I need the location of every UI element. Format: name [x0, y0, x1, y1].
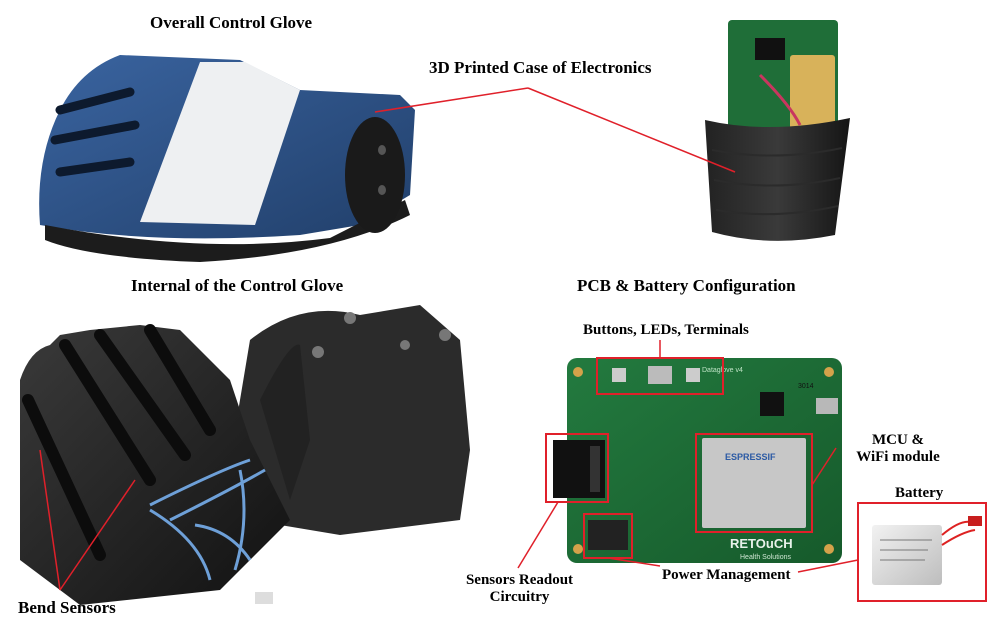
- power-callout-line: [607, 557, 661, 567]
- overall-glove-image: [39, 55, 416, 262]
- glove-thumb: [260, 344, 310, 500]
- sensor-readout-highlight-box: [545, 433, 609, 503]
- sensors-readout-label: Sensors Readout Circuitry: [452, 572, 587, 607]
- blue-wiring: [149, 458, 266, 581]
- bend-sensors-label: Bend Sensors: [18, 598, 116, 617]
- bend-sensor-line-2: [59, 479, 136, 591]
- case-electronics-image: [705, 20, 850, 241]
- pcb-battery-label: PCB & Battery Configuration: [577, 276, 796, 295]
- internal-glove-image: [20, 305, 470, 605]
- power-management-label: Power Management: [662, 567, 791, 583]
- bend-sensor-line-1: [39, 449, 61, 591]
- mcu-label-line1: MCU &: [871, 432, 925, 448]
- sensors-readout-line2: Circuitry: [489, 589, 550, 606]
- internal-glove-label: Internal of the Control Glove: [131, 276, 344, 295]
- esp-module-text: ESPRESSIF: [725, 452, 776, 462]
- chip: [760, 392, 784, 416]
- mcu-label: MCU & WiFi module: [848, 432, 948, 467]
- case-callout-line-right: [527, 87, 736, 173]
- sensors-readout-line1: Sensors Readout: [465, 572, 574, 588]
- mcu-callout-line: [811, 447, 837, 486]
- battery-highlight-box: [857, 502, 987, 602]
- glove-case-mount: [345, 117, 405, 233]
- battery-callout-line: [797, 559, 859, 573]
- buttons-label: Buttons, LEDs, Terminals: [583, 322, 749, 338]
- chip-text: 3014: [798, 383, 814, 390]
- glove-white-band: [140, 62, 300, 225]
- power-connector: [588, 520, 628, 550]
- brand-subtext: Health Solutions: [740, 554, 791, 561]
- sensor-callout-line: [517, 501, 559, 569]
- overall-glove-label: Overall Control Glove: [150, 13, 313, 32]
- usb-port: [816, 398, 838, 414]
- mcu-label-line2: WiFi module: [856, 449, 940, 466]
- case-label: 3D Printed Case of Electronics: [429, 58, 652, 77]
- battery-image: [872, 516, 982, 585]
- pcb-image: 3014 Dataglove v4 ESPRESSIF RETOuCH Heal…: [553, 358, 842, 563]
- case-callout-line-left: [374, 87, 529, 113]
- battery-pack: [872, 525, 942, 585]
- case-battery: [790, 55, 835, 135]
- mcu-highlight-box: [695, 433, 813, 533]
- esp-module: [702, 438, 806, 528]
- glove-sole: [45, 200, 410, 262]
- glove-fingers: [50, 87, 140, 177]
- brand-logo: RETOuCH: [730, 536, 793, 551]
- battery-label: Battery: [895, 485, 944, 501]
